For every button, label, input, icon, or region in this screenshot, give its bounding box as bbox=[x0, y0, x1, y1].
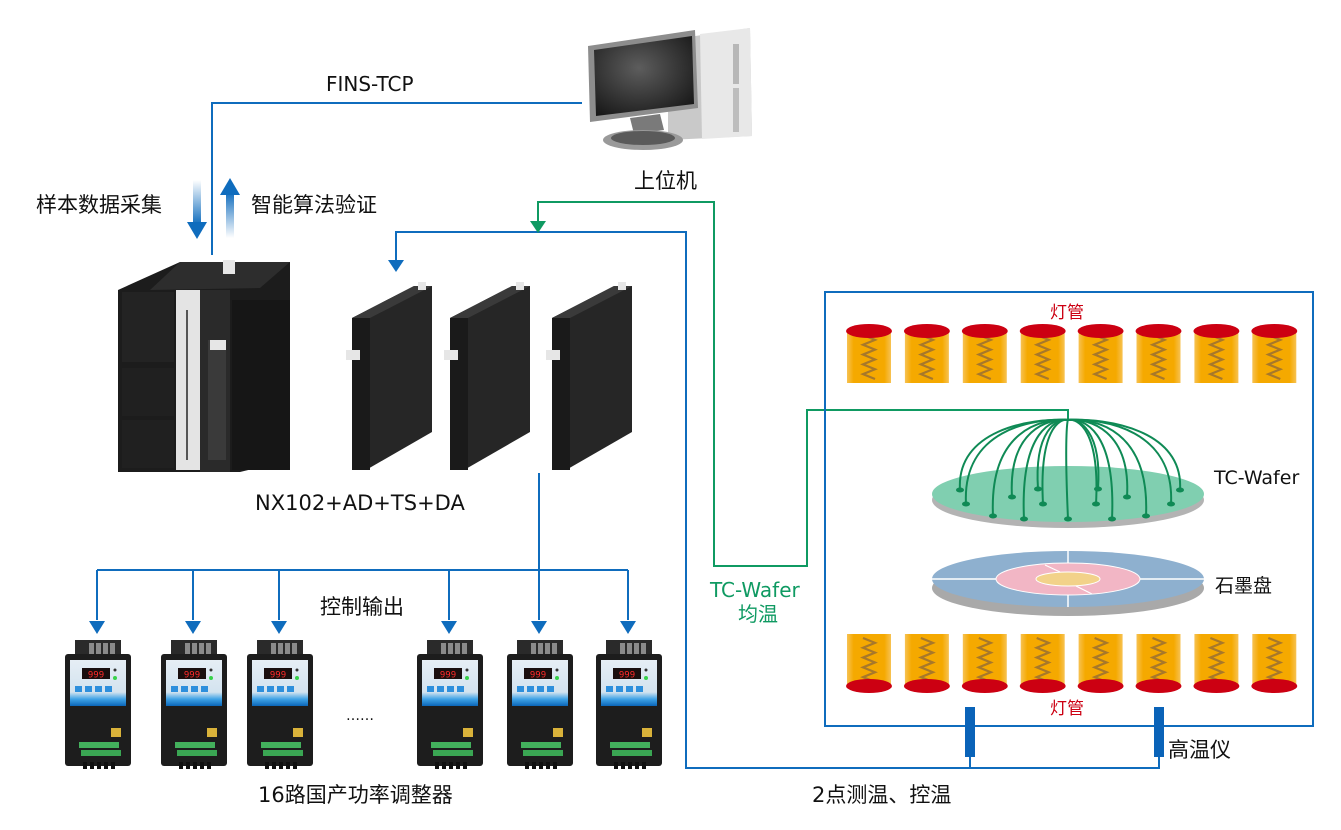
thermocouple-tip-12 bbox=[1167, 501, 1175, 507]
pyrometer-2-icon bbox=[1154, 707, 1164, 757]
power-regulator-1-icon: 999 bbox=[65, 640, 131, 769]
lamp-top-6-icon bbox=[1135, 324, 1182, 383]
tc-wafer-link bbox=[537, 201, 1069, 567]
lamp-bottom-7-icon bbox=[1193, 634, 1240, 693]
control-output-label: 控制输出 bbox=[320, 595, 404, 619]
pyrometer-bus bbox=[970, 755, 1160, 769]
lamp-row-top bbox=[846, 324, 1298, 383]
lamp-bottom-2-icon bbox=[903, 634, 950, 693]
thermocouple-wires bbox=[956, 418, 1184, 522]
controller-label: NX102+AD+TS+DA bbox=[255, 491, 465, 515]
power-regulator-4-icon: 999 bbox=[417, 640, 483, 769]
ellipsis-label: …… bbox=[346, 708, 374, 724]
sample-data-label: 样本数据采集 bbox=[36, 193, 162, 217]
regulator-5-display: 999 bbox=[530, 671, 546, 681]
arrowheads bbox=[89, 221, 636, 634]
thermocouple-tip-3 bbox=[989, 513, 997, 519]
io-module-1-icon bbox=[346, 282, 432, 470]
power-regulator-3-icon: 999 bbox=[247, 640, 313, 769]
two-point-label: 2点测温、控温 bbox=[812, 783, 951, 807]
lamp-top-2-icon bbox=[903, 324, 950, 383]
io-modules bbox=[346, 282, 632, 470]
arrow-reg-2-icon bbox=[185, 621, 201, 634]
lamp-top-3-icon bbox=[961, 324, 1008, 383]
arrow-to-io-icon bbox=[388, 260, 404, 272]
connection-lines bbox=[96, 102, 1160, 769]
pyrometer-1-icon bbox=[965, 707, 975, 757]
lamp-row-bottom bbox=[846, 634, 1298, 693]
power-regulator-6-icon: 999 bbox=[596, 640, 662, 769]
thermocouple-wire-15 bbox=[1067, 418, 1100, 490]
thermocouple-tip-8 bbox=[1092, 501, 1100, 507]
fins-tcp-label: FINS-TCP bbox=[326, 72, 414, 96]
host-pc-label: 上位机 bbox=[634, 169, 697, 193]
tc-wafer-label: TC-Wafer bbox=[1213, 467, 1299, 489]
tc-wafer-icon bbox=[932, 418, 1204, 528]
power-regulators: 999 999 999 999 999 999 bbox=[65, 640, 662, 769]
lamp-top-label: 灯管 bbox=[1050, 303, 1084, 323]
thermocouple-wire-13 bbox=[1067, 418, 1182, 491]
chamber-frame bbox=[824, 291, 1314, 727]
lamp-bottom-5-icon bbox=[1077, 634, 1124, 693]
lamp-top-8-icon bbox=[1251, 324, 1298, 383]
tc-wafer-uniform-label-1: TC-Wafer bbox=[709, 578, 801, 602]
lamp-top-5-icon bbox=[1077, 324, 1124, 383]
lamp-bottom-label: 灯管 bbox=[1050, 699, 1084, 719]
pyrometer-feedback-link bbox=[395, 231, 971, 769]
graphite-disc-icon bbox=[932, 551, 1204, 616]
thermocouple-tip-14 bbox=[1034, 486, 1042, 492]
algo-verify-arrow-icon bbox=[220, 178, 240, 238]
lamp-bottom-8-icon bbox=[1251, 634, 1298, 693]
thermocouple-tip-4 bbox=[1008, 494, 1016, 500]
lamp-top-7-icon bbox=[1193, 324, 1240, 383]
arrow-reg-5-icon bbox=[531, 621, 547, 634]
algo-verify-label: 智能算法验证 bbox=[251, 193, 377, 217]
power-regulator-2-icon: 999 bbox=[161, 640, 227, 769]
arrow-reg-6-icon bbox=[620, 621, 636, 634]
arrow-reg-1-icon bbox=[89, 621, 105, 634]
lamp-top-4-icon bbox=[1019, 324, 1066, 383]
thermocouple-tip-5 bbox=[1020, 516, 1028, 522]
regulator-2-display: 999 bbox=[184, 671, 200, 681]
host-pc-icon bbox=[588, 28, 752, 150]
regulator-1-display: 999 bbox=[88, 671, 104, 681]
arrow-green-icon bbox=[530, 221, 546, 233]
thermocouple-tip-11 bbox=[1142, 513, 1150, 519]
lamp-top-1-icon bbox=[846, 324, 892, 383]
graphite-disc-label: 石墨盘 bbox=[1215, 575, 1272, 597]
thermocouple-wire-14 bbox=[1036, 418, 1069, 490]
lamp-bottom-4-icon bbox=[1019, 634, 1066, 693]
thermocouple-tip-10 bbox=[1123, 494, 1131, 500]
thermocouple-tip-13 bbox=[1176, 487, 1184, 493]
regulator-6-display: 999 bbox=[619, 671, 635, 681]
io-module-2-icon bbox=[444, 282, 530, 470]
lamp-bottom-1-icon bbox=[846, 634, 892, 693]
lamp-bottom-6-icon bbox=[1135, 634, 1182, 693]
thermocouple-tip-15 bbox=[1094, 486, 1102, 492]
regulator-4-display: 999 bbox=[440, 671, 456, 681]
pyrometer-label: 高温仪 bbox=[1168, 738, 1231, 762]
power-regulator-5-icon: 999 bbox=[507, 640, 573, 769]
thermocouple-tip-1 bbox=[956, 487, 964, 493]
lamp-bottom-3-icon bbox=[961, 634, 1008, 693]
arrow-reg-3-icon bbox=[271, 621, 287, 634]
thermocouple-tip-2 bbox=[962, 501, 970, 507]
regulator-3-display: 999 bbox=[270, 671, 286, 681]
fins-tcp-link bbox=[211, 102, 582, 255]
tc-wafer-uniform-label-2: 均温 bbox=[738, 602, 778, 626]
arrow-reg-4-icon bbox=[441, 621, 457, 634]
plc-cpu-icon bbox=[118, 260, 290, 472]
thermocouple-tip-7 bbox=[1064, 516, 1072, 522]
thermocouple-tip-9 bbox=[1108, 516, 1116, 522]
io-module-3-icon bbox=[546, 282, 632, 470]
sample-data-arrow-icon bbox=[187, 180, 207, 239]
thermocouple-tip-6 bbox=[1039, 501, 1047, 507]
power-regulators-label: 16路国产功率调整器 bbox=[258, 783, 453, 807]
